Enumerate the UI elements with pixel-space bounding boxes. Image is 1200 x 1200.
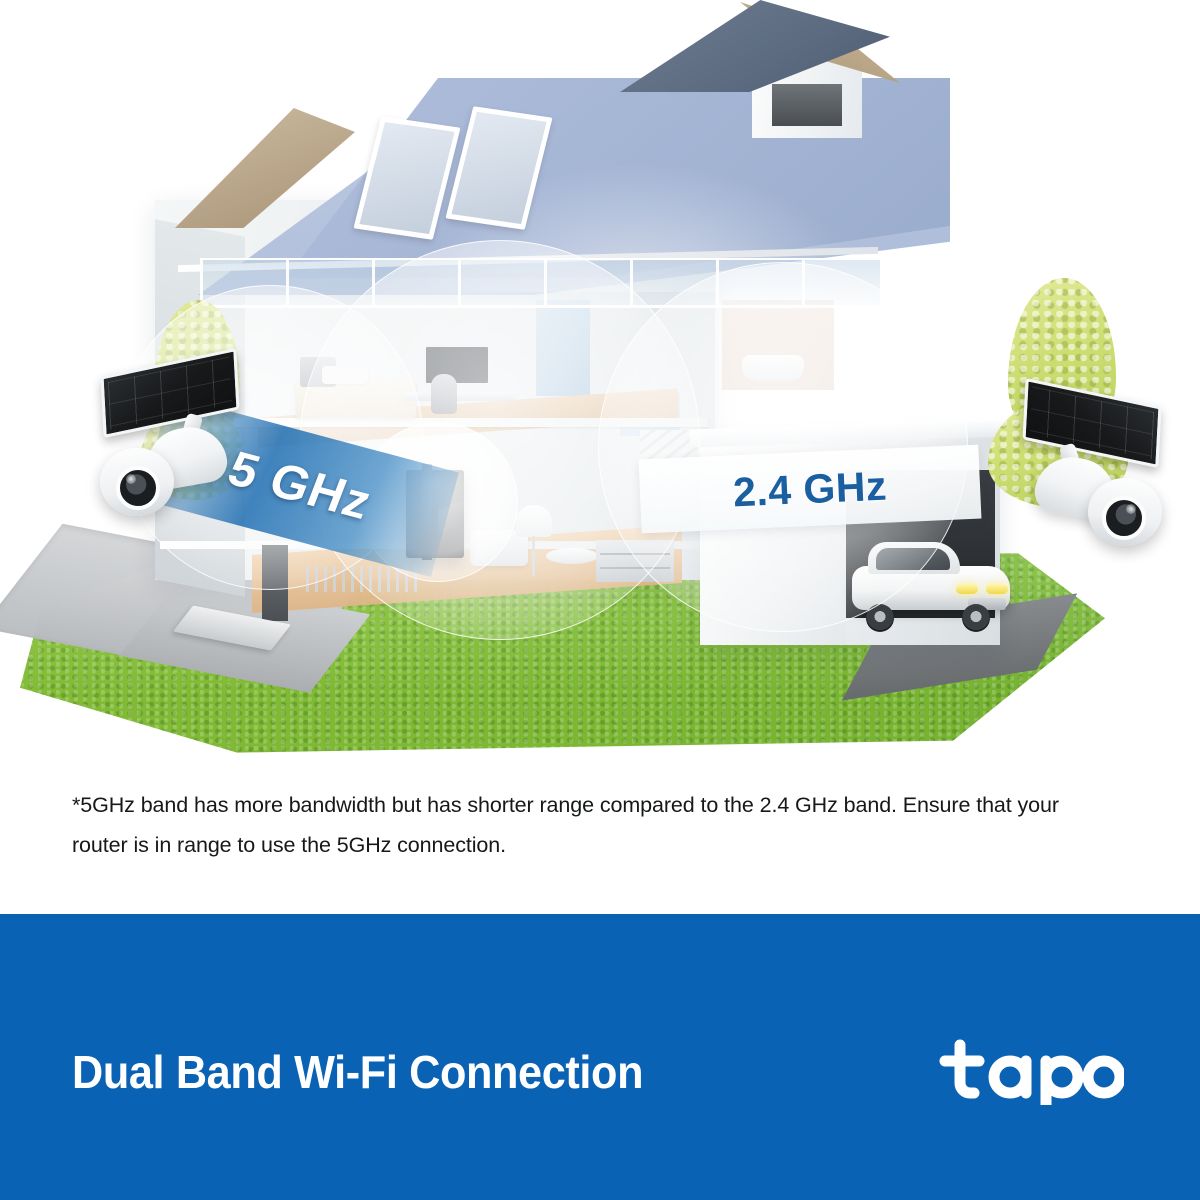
dining-chairs (300, 566, 420, 592)
band-label-24ghz-text: 2.4 GHz (732, 462, 888, 515)
solar-panel-icon (1022, 377, 1162, 469)
front-door (262, 545, 288, 621)
car (852, 540, 1012, 632)
camera-lens-glint (1126, 504, 1136, 514)
floor-lamp-shade (516, 505, 552, 537)
security-camera-left (86, 347, 266, 532)
pillow (322, 366, 368, 384)
dormer-window (772, 84, 842, 126)
solar-panel-icon (100, 347, 240, 439)
balcony-railing (200, 258, 880, 308)
desk (404, 392, 516, 401)
car-headlight (956, 584, 978, 594)
camera-lens (116, 466, 160, 510)
car-wheel (962, 604, 990, 632)
coffee-table (546, 548, 598, 564)
car-windshield (876, 548, 950, 570)
footnote-text: *5GHz band has more bandwidth but has sh… (72, 793, 1059, 857)
car-wheel (866, 604, 894, 632)
tapo-logo (938, 1039, 1124, 1105)
shelf-unit (596, 540, 674, 582)
bottom-banner: Dual Band Wi-Fi Connection (0, 914, 1200, 1200)
wifi-coverage-illustration: 5 GHz 2.4 GHz (0, 0, 1200, 914)
camera-lens-glint (126, 474, 136, 484)
floor-lamp-stem (532, 536, 535, 576)
bathtub (742, 355, 804, 381)
band-label-24ghz: 2.4 GHz (638, 444, 982, 534)
car-headlight (986, 584, 1008, 594)
window-panel (536, 300, 590, 396)
office-chair (431, 374, 457, 414)
security-camera-right (996, 377, 1176, 562)
camera-lens (1102, 496, 1146, 540)
banner-title: Dual Band Wi-Fi Connection (72, 1046, 644, 1098)
